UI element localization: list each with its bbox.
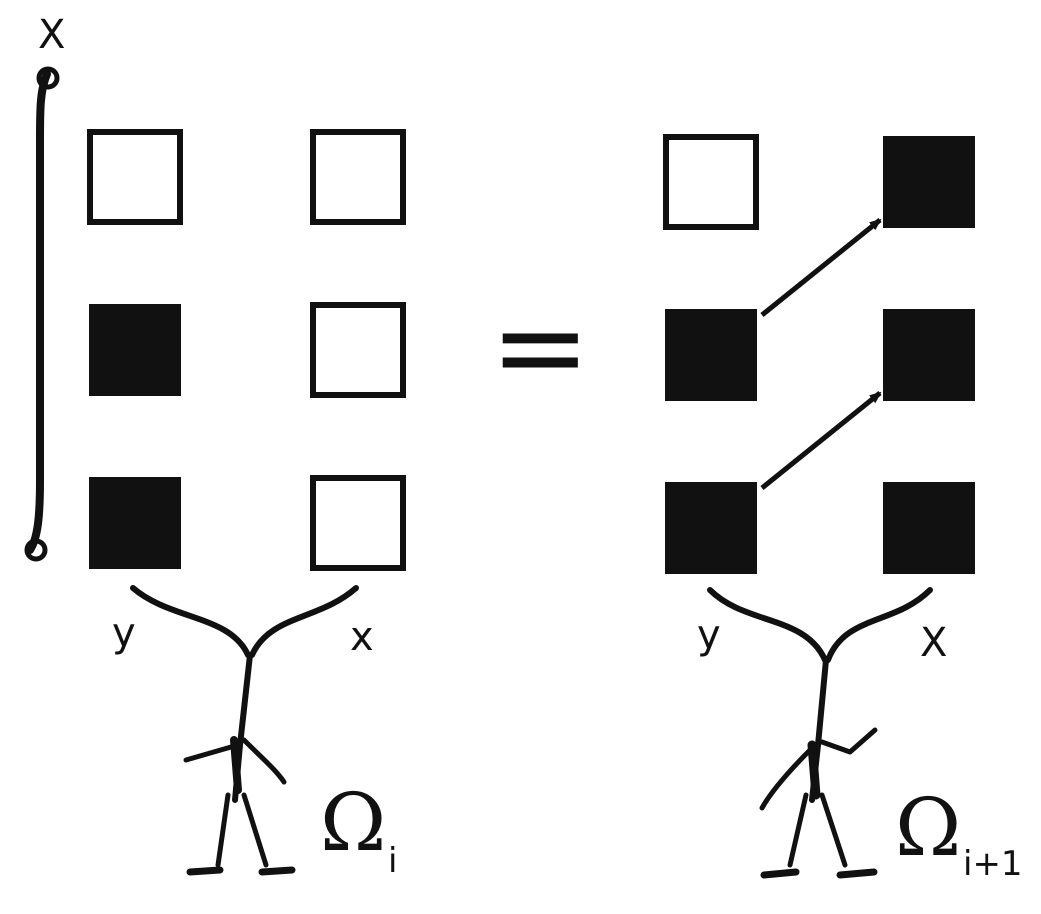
right-state-arrows	[760, 218, 882, 490]
left-omega-symbol: Ω	[320, 776, 386, 869]
right-y-cell-2-filled	[665, 482, 757, 574]
right-x-label: X	[920, 620, 947, 666]
left-omega-subscript: i	[388, 841, 397, 881]
right-y-cell-0-empty	[663, 134, 759, 230]
right-state-cells	[663, 134, 975, 574]
transfer-arrow-0	[760, 218, 882, 317]
left-demon-figure	[130, 585, 359, 876]
left-x-label: x	[350, 614, 374, 660]
right-x-cell-1-filled	[883, 309, 975, 401]
left-x-cell-0-empty	[310, 129, 406, 225]
right-x-cell-2-filled	[883, 482, 975, 574]
left-state-cells	[87, 129, 406, 571]
left-y-cell-0-empty	[87, 129, 183, 225]
transfer-arrow-1	[760, 391, 882, 490]
left-y-cell-2-filled	[89, 477, 181, 569]
right-y-cell-1-filled	[665, 309, 757, 401]
right-y-label: y	[697, 612, 721, 658]
left-x-cell-1-empty	[310, 302, 406, 398]
right-omega-symbol: Ω	[895, 781, 961, 874]
right-demon-figure	[707, 587, 933, 879]
integral-upper-limit: X	[38, 12, 65, 58]
left-y-label: y	[112, 610, 136, 656]
right-x-cell-0-filled	[883, 136, 975, 228]
integral-sign: X	[24, 12, 65, 562]
equals-sign: =	[490, 278, 591, 417]
right-omega-subscript: i+1	[963, 844, 1023, 884]
left-y-cell-1-filled	[89, 304, 181, 396]
left-x-cell-2-empty	[310, 475, 406, 571]
